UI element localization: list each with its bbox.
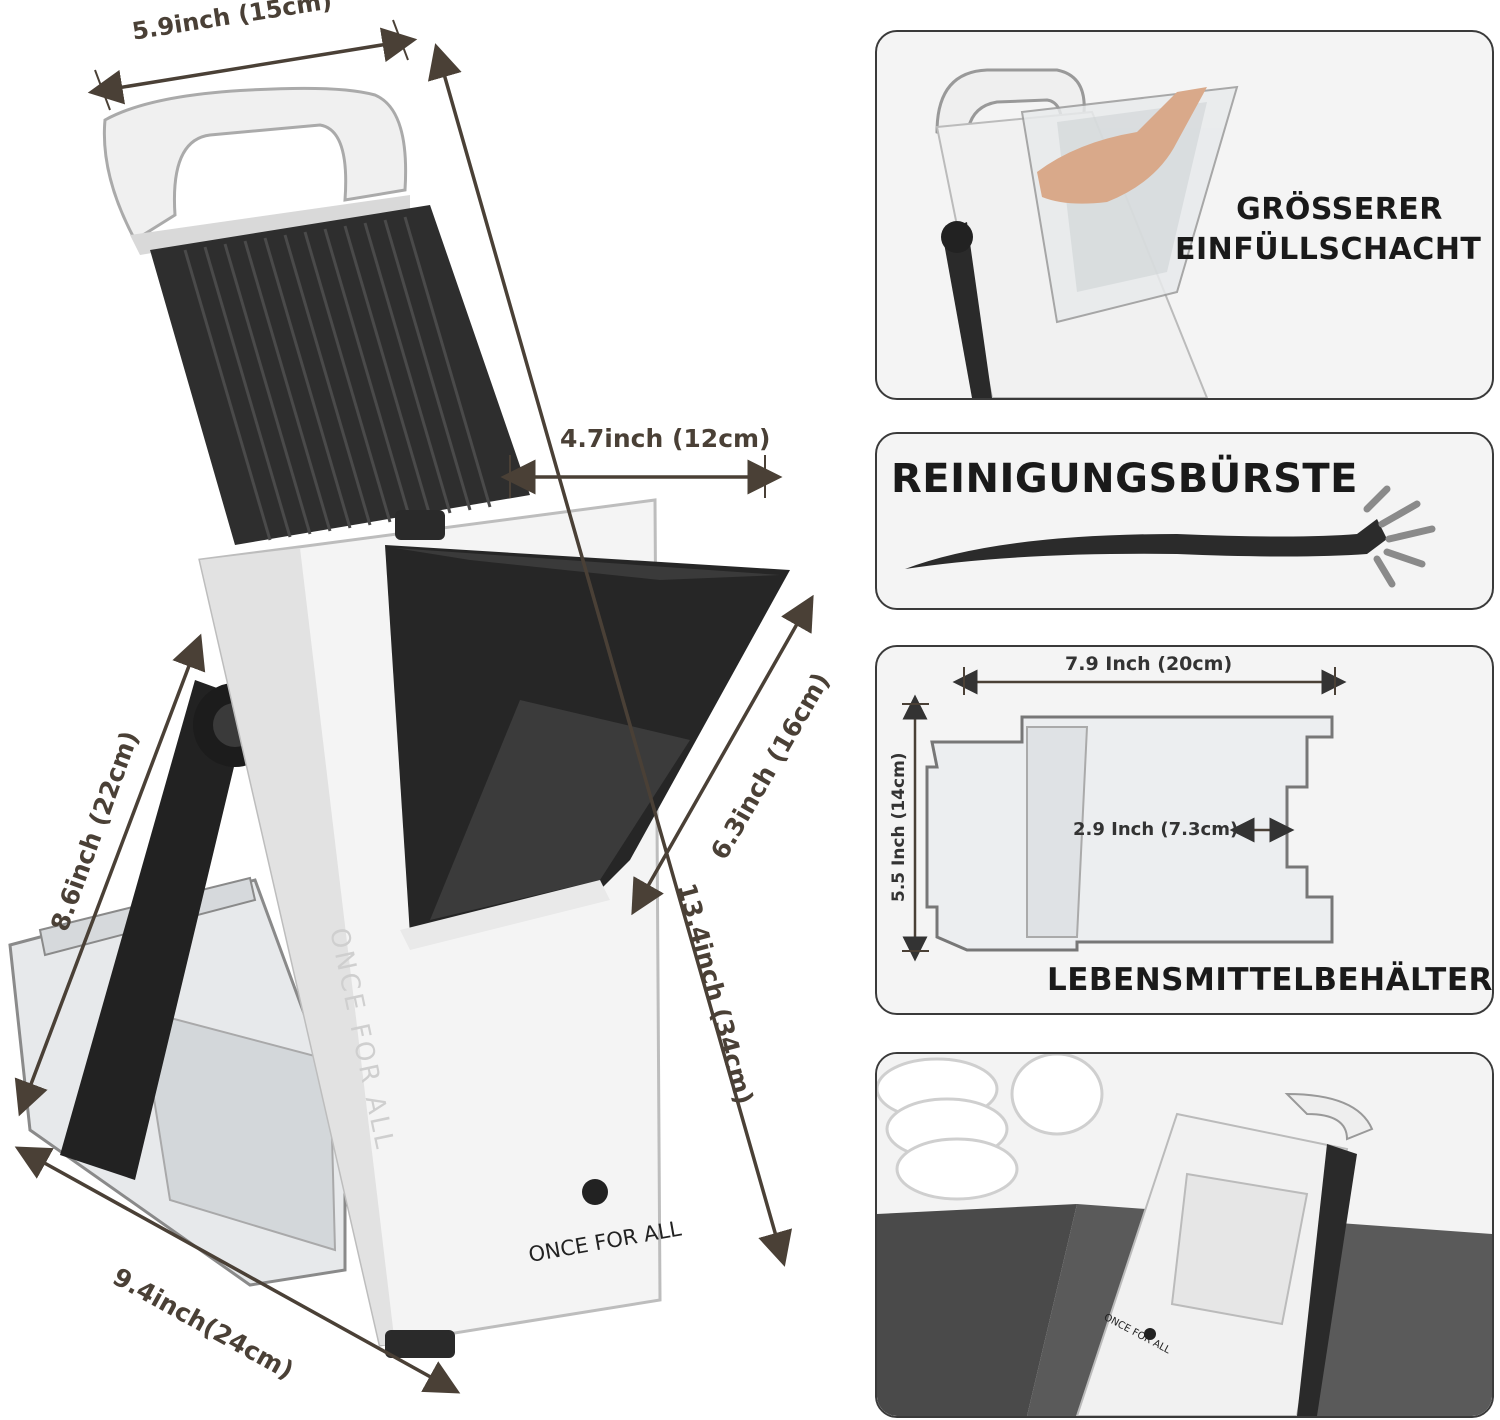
brand-logo (582, 1179, 608, 1205)
panel-food-container: 7.9 Inch (20cm) 5.5 Inch (14cm) 2.9 Inch… (875, 645, 1494, 1015)
container-inner-label: 2.9 Inch (7.3cm) (1073, 819, 1239, 840)
hopper-caption-line2: EINFÜLLSCHACHT (1175, 232, 1482, 267)
mandoline-slicer-drawing: ONCE FOR ALL (8, 19, 814, 1394)
main-product-illustration: ONCE FOR ALL (8, 0, 835, 1394)
hopper-caption-line1: GRÖSSERER (1236, 192, 1443, 227)
drawer-storage-drawing (877, 1054, 1492, 1416)
container-caption: LEBENSMITTELBEHÄLTER (1047, 962, 1493, 998)
dimension-hopper-width: 4.7inch (12cm) (560, 424, 771, 453)
cleaning-brush-drawing (905, 485, 1436, 588)
hopper-closeup-drawing (935, 68, 1239, 398)
panel-cleaning-brush: REINIGUNGSBÜRSTE (875, 432, 1494, 610)
panel-larger-hopper: GRÖSSERER EINFÜLLSCHACHT (875, 30, 1494, 400)
blade-plate (150, 205, 530, 545)
food-container-drawing (902, 667, 1347, 962)
panel-drawer-storage: ONCE FOR ALL (875, 1052, 1494, 1418)
brush-caption: REINIGUNGSBÜRSTE (891, 456, 1358, 502)
dimension-lines (14, 27, 814, 1394)
container-width-label: 7.9 Inch (20cm) (1065, 653, 1233, 675)
container-height-label: 5.5 Inch (14cm) (889, 752, 909, 902)
rubber-foot (385, 1330, 455, 1358)
